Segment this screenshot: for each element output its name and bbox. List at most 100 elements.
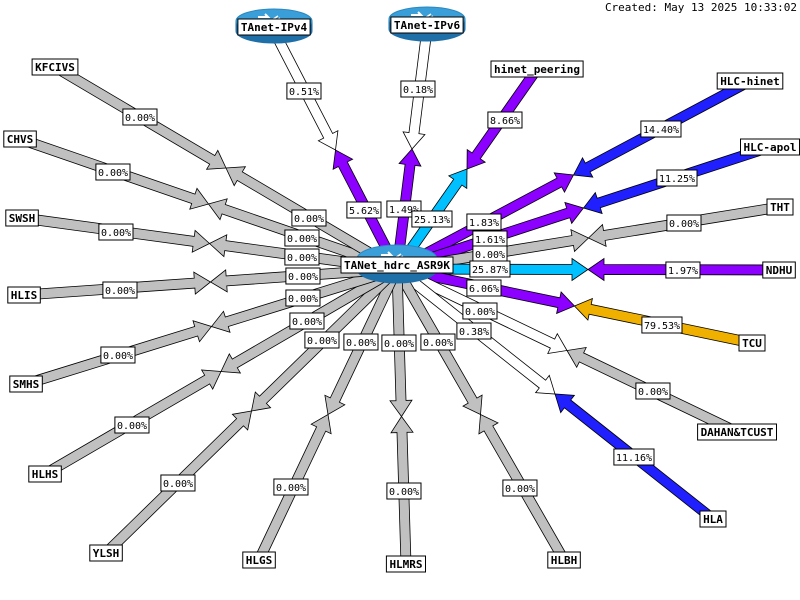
link-hlmrs-out-pct: 0.00%	[381, 334, 417, 352]
link-tht-in-pct: 0.00%	[666, 214, 702, 232]
node-ylsh: YLSH	[89, 544, 123, 562]
link-kfcivs-out-pct: 0.00%	[291, 209, 327, 227]
link-hlmrs-in-pct-text: 0.00%	[389, 487, 419, 498]
link-dahan-out-pct-text: 0.00%	[465, 307, 495, 318]
node-hlhs: HLHS	[28, 465, 62, 483]
link-kfcivs-out-pct-text: 0.00%	[294, 214, 324, 225]
link-smhs-in-pct: 0.00%	[100, 346, 136, 364]
node-hla: HLA	[699, 510, 727, 528]
link-ndhu-in-pct: 1.97%	[665, 261, 701, 279]
router-ipv4-label-text: TAnet-IPv4	[241, 21, 308, 34]
router-ipv6-label-text: TAnet-IPv6	[394, 19, 461, 32]
link-kfcivs-in-pct-text: 0.00%	[125, 113, 155, 124]
link-ipv6-out-pct-text: 1.49%	[389, 205, 419, 216]
node-hla-text: HLA	[703, 513, 723, 526]
link-hinet-in-pct-text: 8.66%	[490, 116, 520, 127]
node-hlchinet: HLC-hinet	[716, 72, 784, 90]
link-hinet-out-pct: 25.13%	[411, 210, 453, 228]
link-swsh-out-pct: 0.00%	[284, 248, 320, 266]
node-swsh: SWSH	[5, 209, 39, 227]
link-hlis-in-pct: 0.00%	[102, 281, 138, 299]
link-swsh-in-pct: 0.00%	[98, 223, 134, 241]
node-hinet-text: hinet_peering	[494, 63, 580, 76]
link-smhs-out-pct: 0.00%	[285, 289, 321, 307]
router-ipv4[interactable]: TAnet-IPv4	[235, 8, 313, 44]
link-hlgs-out-pct-text: 0.00%	[346, 338, 376, 349]
nodes-layer: KFCIVS CHVS SWSH HLIS SMHS HLHS YLSH HLGS HLMRS H…	[3, 58, 800, 573]
link-ndhu-in-pct-text: 1.97%	[668, 266, 698, 277]
hub-router-label-text: TANet_hdrc_ASR9K	[344, 259, 450, 272]
node-kfcivs: KFCIVS	[31, 58, 79, 76]
link-tcu-out-pct-text: 6.06%	[469, 284, 499, 295]
node-swsh-text: SWSH	[9, 212, 36, 225]
node-ylsh-text: YLSH	[93, 547, 120, 560]
node-chvs-text: CHVS	[7, 133, 34, 146]
link-chvs-in-pct-text: 0.00%	[98, 168, 128, 179]
link-ndhu-out-pct: 25.87%	[469, 260, 511, 278]
hub-router[interactable]: TANet_hdrc_ASR9K	[340, 244, 454, 284]
link-ylsh-out-pct: 0.00%	[304, 331, 340, 349]
node-hlhs-text: HLHS	[32, 468, 59, 481]
router-ipv4-label: TAnet-IPv4	[237, 18, 311, 36]
link-ipv4-out-pct: 5.62%	[346, 201, 382, 219]
link-hlis-out-pct: 0.00%	[285, 267, 321, 285]
link-dahan-in-pct: 0.00%	[635, 382, 671, 400]
link-chvs-out-pct: 0.00%	[284, 229, 320, 247]
link-tcu-in-pct: 79.53%	[641, 316, 683, 334]
link-hlis-in-pct-text: 0.00%	[105, 286, 135, 297]
node-hlmrs: HLMRS	[385, 555, 426, 573]
link-hlchinet-out-pct: 1.83%	[466, 213, 502, 231]
node-smhs: SMHS	[9, 375, 43, 393]
node-chvs: CHVS	[3, 130, 37, 148]
node-hlcapol-text: HLC-apol	[744, 141, 797, 154]
link-swsh-out-pct-text: 0.00%	[287, 253, 317, 264]
router-ipv6-label: TAnet-IPv6	[390, 16, 464, 34]
link-hlchinet-out-pct-text: 1.83%	[469, 218, 499, 229]
link-ipv4-in-pct: 0.51%	[286, 82, 322, 100]
node-dahan: DAHAN&TCUST	[697, 423, 777, 441]
router-ipv6[interactable]: TAnet-IPv6	[388, 6, 466, 42]
link-dahan-in-pct-text: 0.00%	[638, 387, 668, 398]
link-hlhs-in-pct: 0.00%	[114, 416, 150, 434]
link-smhs-in-pct-text: 0.00%	[103, 351, 133, 362]
link-smhs-out-pct-text: 0.00%	[288, 294, 318, 305]
node-tht-text: THT	[770, 201, 790, 214]
link-hlbh-in-pct: 0.00%	[502, 479, 538, 497]
node-hlis: HLIS	[7, 286, 41, 304]
link-hinet-out-pct-text: 25.13%	[414, 215, 450, 226]
link-tht-out-pct: 0.00%	[472, 245, 508, 263]
link-hla-in-pct-text: 11.16%	[616, 453, 652, 464]
node-hlis-text: HLIS	[11, 289, 38, 302]
link-swsh-in-pct-text: 0.00%	[101, 228, 131, 239]
node-hlbh-text: HLBH	[551, 554, 578, 567]
link-ndhu-out-pct-text: 25.87%	[472, 265, 508, 276]
created-timestamp: Created: May 13 2025 10:33:02	[605, 1, 797, 14]
link-hinet-in-pct: 8.66%	[487, 111, 523, 129]
link-hla-out-pct: 0.38%	[456, 322, 492, 340]
link-hlhs-out-pct: 0.00%	[289, 312, 325, 330]
link-ipv4-in-pct-text: 0.51%	[289, 87, 319, 98]
link-ylsh-in-pct-text: 0.00%	[163, 479, 193, 490]
link-tht-in-pct-text: 0.00%	[669, 219, 699, 230]
link-tcu-out-pct: 6.06%	[466, 279, 502, 297]
link-hlbh-out-pct: 0.00%	[420, 333, 456, 351]
hub-router-label: TANet_hdrc_ASR9K	[340, 256, 454, 274]
node-hlbh: HLBH	[547, 551, 581, 569]
link-dahan-out-pct: 0.00%	[462, 302, 498, 320]
node-hlgs: HLGS	[242, 551, 276, 569]
node-hlmrs-text: HLMRS	[389, 558, 422, 571]
link-hlchinet-in-pct: 14.40%	[640, 120, 682, 138]
link-labels-layer: 5.62% 0.51% 1.49% 0.18% 25.13% 8.66% 1.83% 14.4…	[95, 80, 702, 500]
link-hlhs-in-pct-text: 0.00%	[117, 421, 147, 432]
link-ipv6-in-pct-text: 0.18%	[403, 85, 433, 96]
link-ipv4-out-pct-text: 5.62%	[349, 206, 379, 217]
link-hla-out-pct-text: 0.38%	[459, 327, 489, 338]
link-ylsh-out-pct-text: 0.00%	[307, 336, 337, 347]
link-hlgs-in-pct-text: 0.00%	[276, 483, 306, 494]
link-hlmrs-out-pct-text: 0.00%	[384, 339, 414, 350]
node-ndhu-text: NDHU	[766, 264, 793, 277]
link-hlchinet-in-pct-text: 14.40%	[643, 125, 679, 136]
link-chvs-in-pct: 0.00%	[95, 163, 131, 181]
